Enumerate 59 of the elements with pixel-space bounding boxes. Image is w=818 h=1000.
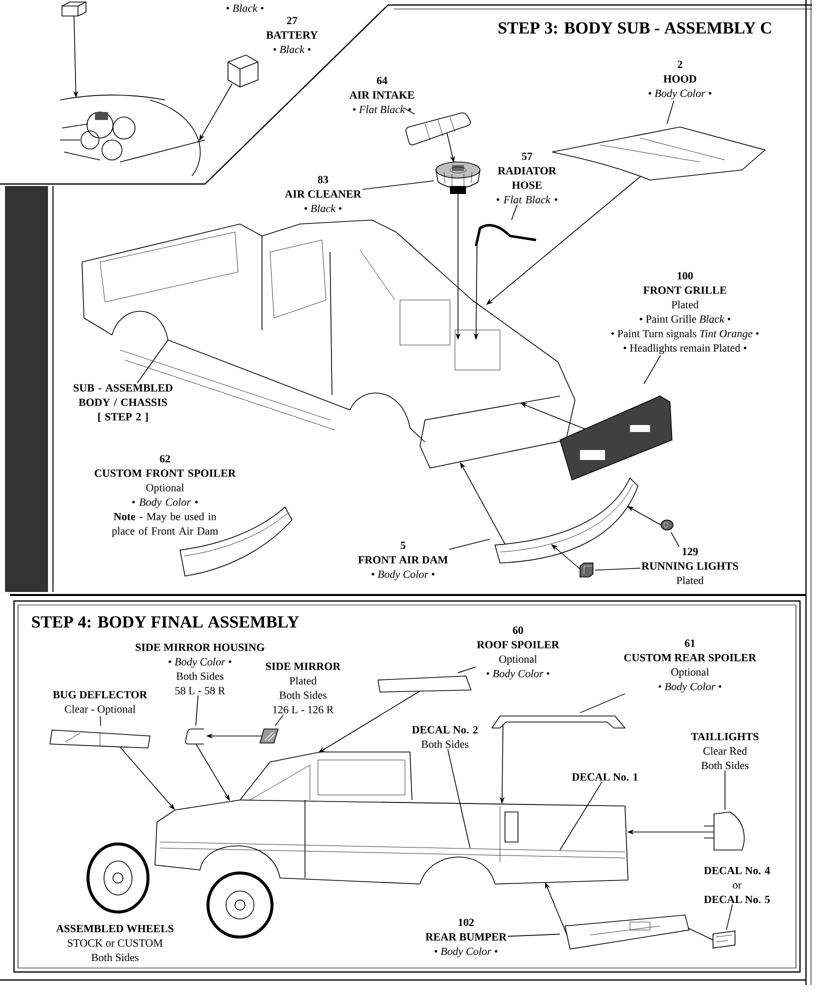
leader-line (362, 180, 434, 190)
paint-note: • Black • (226, 4, 264, 12)
leader-line (100, 716, 102, 726)
leader-line (274, 714, 284, 726)
part-label: SIDE MIRROR Plated Both Sides 126 L - 126 R (266, 662, 341, 714)
part-label: 62 CUSTOM FRONT SPOILER Optional • Body Color • Note - May be used in place of Front Air Dam (94, 455, 236, 537)
air-dam-drawing (494, 478, 638, 564)
part-drawing (62, 2, 86, 16)
leader-line (560, 782, 602, 850)
leader-line (726, 904, 733, 930)
part-label: 2 HOOD • Body Color • (648, 60, 712, 100)
leader-line (448, 538, 490, 550)
part-label: 64 AIR INTAKE • Flat Black • (349, 76, 414, 114)
part-label: SUB - ASSEMBLED BODY / CHASSIS [ STEP 2 ] (74, 384, 172, 422)
bug-deflector-drawing (50, 730, 150, 748)
leader-line (447, 748, 470, 848)
part-label: DECAL No. 1 (572, 773, 638, 781)
bumper-drawing (564, 914, 690, 950)
part-label: DECAL No. 4 or DECAL No. 5 (704, 866, 770, 904)
mirror-housing-drawing (185, 728, 204, 744)
air-intake-drawing (406, 112, 471, 146)
running-light-drawing (660, 520, 674, 530)
roof-spoiler-drawing (378, 676, 472, 692)
leader-line (670, 532, 680, 548)
leader-line (688, 928, 714, 940)
spoiler-drawing (180, 506, 292, 576)
part-label: 61 CUSTOM REAR SPOILER Optional • Body Color • (624, 640, 756, 692)
leader-line (724, 770, 726, 810)
taillight-drawing (704, 812, 745, 850)
part-label: 100 FRONT GRILLE Plated • Paint Grille Black • • Paint Turn signals Tint Orange • • Headlights remain Plated • (611, 272, 759, 354)
battery-drawing (228, 54, 258, 88)
part-label: TAILLIGHTS Clear Red Both Sides (691, 732, 759, 770)
leader-line (507, 934, 560, 937)
leader-line (594, 568, 641, 571)
engine-drawing (60, 94, 206, 176)
part-label: 60 ROOF SPOILER Optional • Body Color • (476, 626, 560, 680)
part-label: 129 RUNNING LIGHTS Plated (642, 548, 738, 584)
part-label: BUG DEFLECTOR Clear - Optional (52, 691, 148, 716)
leader-line (458, 666, 476, 674)
leader-line (195, 695, 198, 726)
part-label: 5 FRONT AIR DAM • Body Color • (358, 542, 448, 580)
leader-line (580, 693, 626, 714)
air-cleaner-drawing (436, 162, 480, 194)
part-label: DECAL No. 2 Both Sides (412, 726, 478, 748)
step-heading: STEP 4: BODY FINAL ASSEMBLY (32, 616, 299, 628)
part-label: 83 AIR CLEANER • Black • (284, 176, 362, 212)
wheel-drawing (86, 842, 150, 914)
leader-line (511, 204, 518, 220)
leader-line (136, 340, 168, 384)
step-heading: STEP 3: BODY SUB - ASSEMBLY C (498, 22, 771, 34)
part-label: 102 REAR BUMPER • Body Color • (426, 918, 507, 958)
running-light-drawing (580, 562, 594, 578)
leader-line (403, 107, 416, 115)
decal-drawing (712, 930, 736, 948)
part-label: 57 RADIATOR HOSE • Flat Black • (496, 152, 558, 204)
part-label: ASSEMBLED WHEELS STOCK or CUSTOM Both Sides (56, 924, 174, 962)
leader-line (666, 100, 674, 124)
part-label: 27 BATTERY • Black • (266, 16, 318, 54)
leader-line (644, 354, 661, 384)
